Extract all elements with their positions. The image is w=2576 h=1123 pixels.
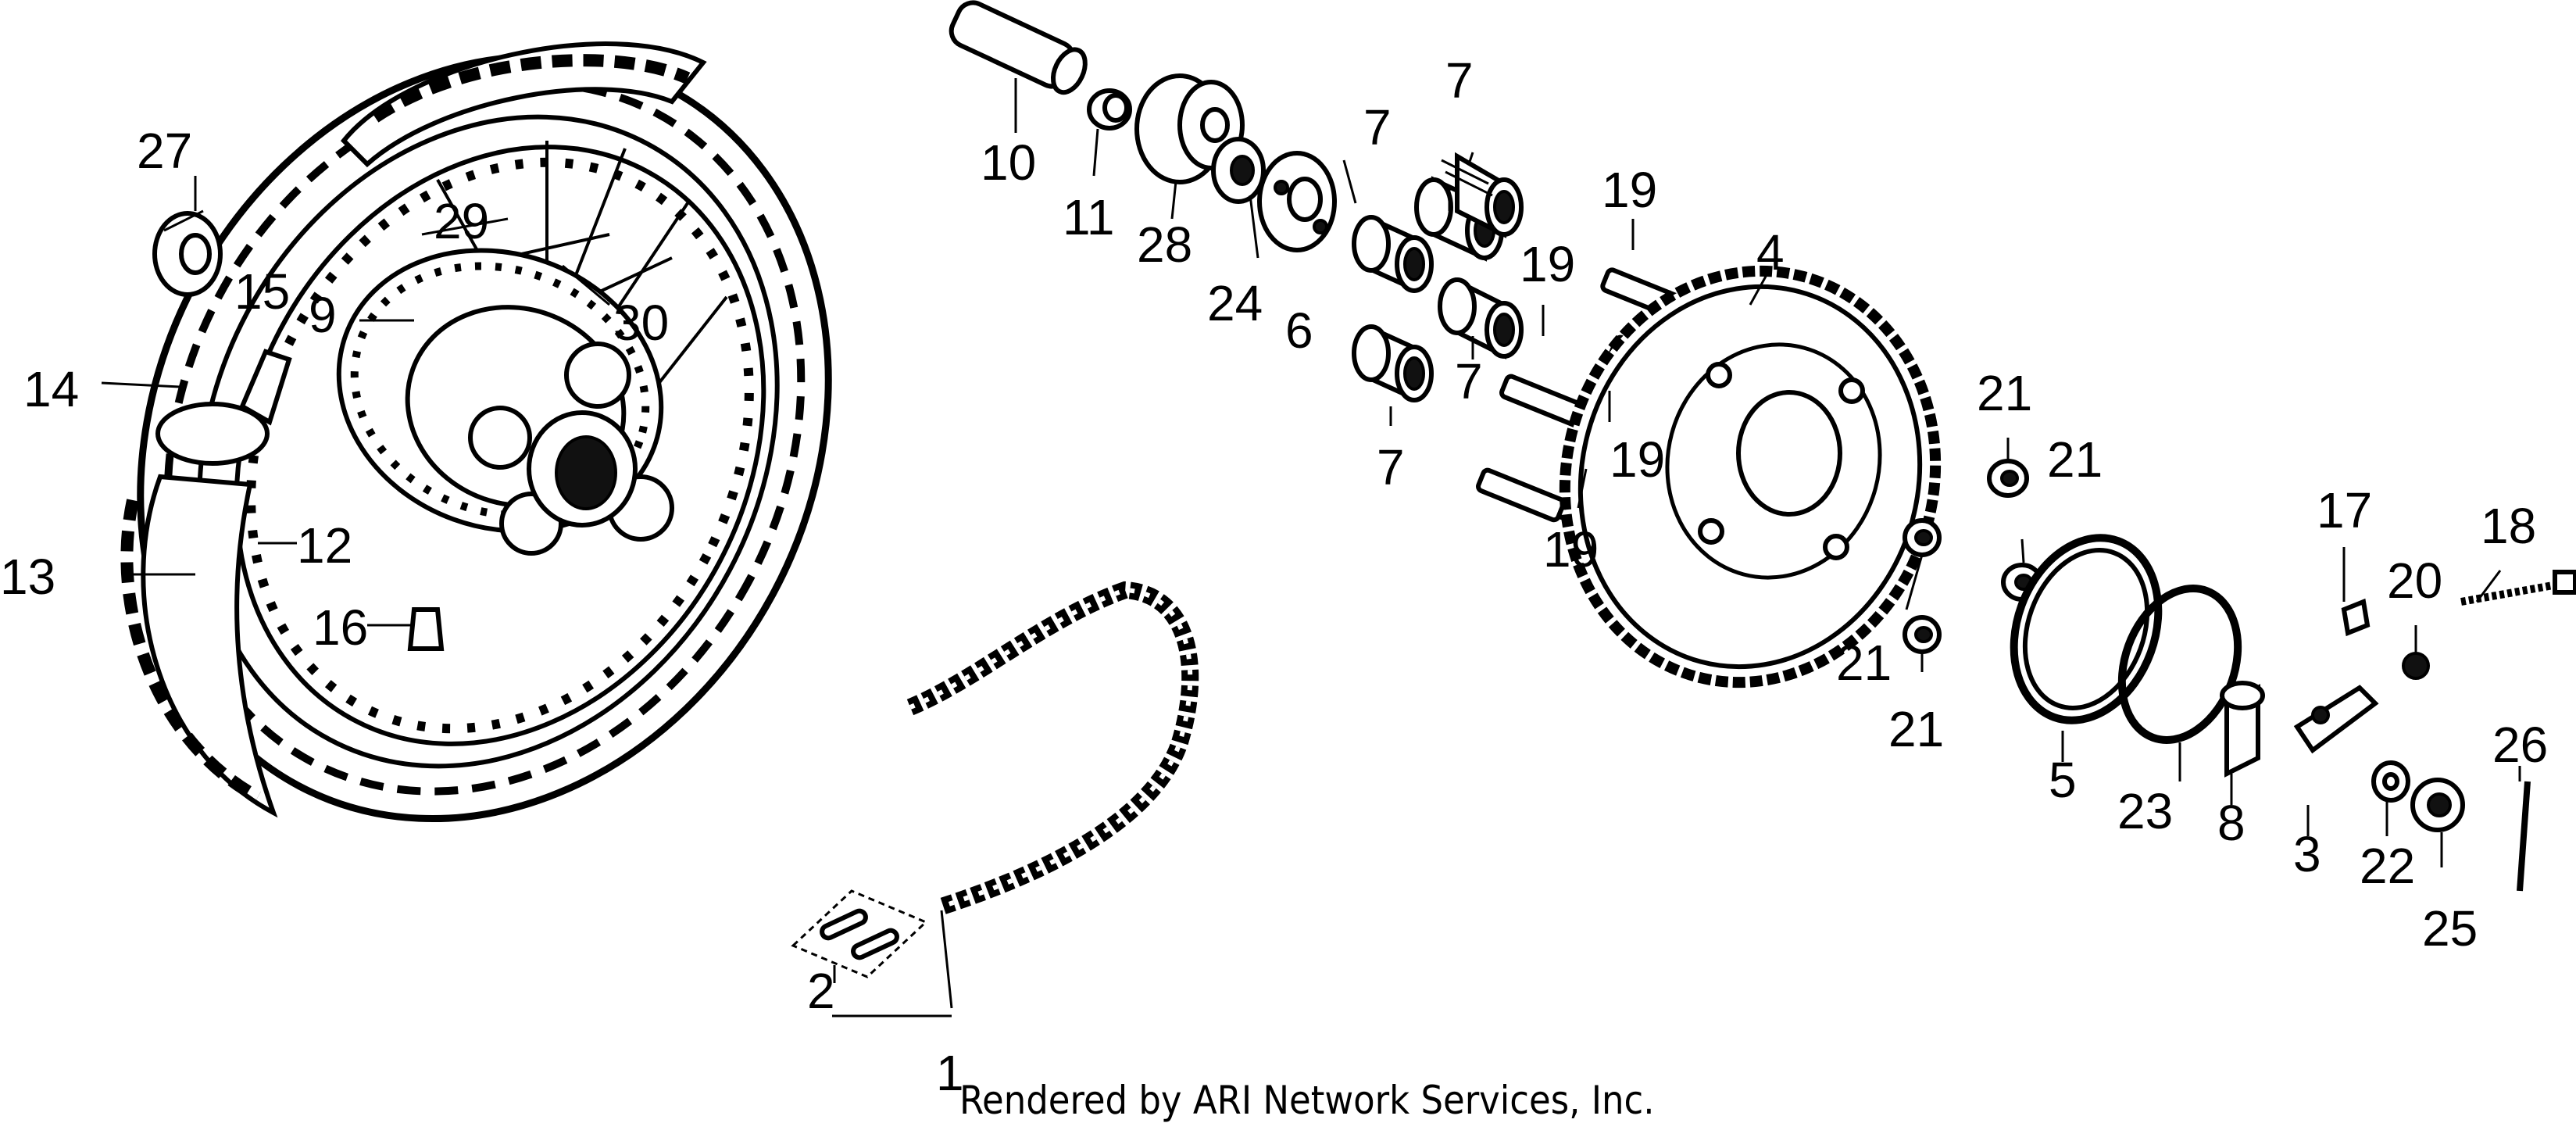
callout-7b: 7 [1445, 52, 1474, 109]
callout-23: 23 [2117, 783, 2173, 839]
callout-19b: 19 [1520, 236, 1575, 292]
master-link-card [791, 889, 928, 978]
callout-8: 8 [2217, 795, 2246, 851]
nut-21 [1903, 518, 1942, 557]
callout-27: 27 [137, 123, 192, 179]
driven-flange-6 [1257, 151, 1337, 252]
callout-29: 29 [434, 193, 489, 249]
callout-28: 28 [1137, 216, 1192, 273]
nut-21 [1987, 459, 2029, 498]
callout-7c: 7 [1455, 353, 1483, 410]
ball-20 [2402, 652, 2430, 680]
collar-8 [2220, 681, 2265, 778]
callout-11: 11 [1063, 189, 1114, 245]
callout-3: 3 [2293, 826, 2321, 882]
damper-rubber [1438, 277, 1524, 359]
callout-19d: 19 [1543, 521, 1599, 578]
callout-25: 25 [2422, 900, 2478, 957]
adjuster-nut-17 [2341, 598, 2371, 637]
tire-tread-edge [163, 80, 806, 796]
callout-21c: 21 [1836, 635, 1892, 691]
callout-10: 10 [981, 134, 1036, 191]
callout-22: 22 [2360, 838, 2415, 894]
credit-line: Rendered by ARI Network Services, Inc. [959, 1078, 1655, 1123]
leader-lines [101, 78, 2521, 1017]
adjuster-bolt [2460, 570, 2576, 606]
callout-2: 2 [807, 963, 835, 1019]
callout-19a: 19 [1602, 162, 1657, 218]
callout-15: 15 [234, 263, 290, 320]
damper-rubber [1352, 215, 1434, 293]
washer-22 [2371, 760, 2410, 803]
rim-nipples [246, 157, 754, 734]
callout-30: 30 [613, 295, 669, 351]
bearing-27 [152, 209, 223, 297]
damper-rubber [1352, 324, 1434, 402]
callout-5: 5 [2049, 752, 2077, 808]
callout-9: 9 [309, 287, 337, 343]
wheel-assembly [120, 41, 832, 823]
axle-nut-25 [2410, 778, 2465, 832]
callout-4: 4 [1756, 224, 1785, 281]
callout-1: 1 [936, 1045, 964, 1101]
valve-cap [407, 607, 445, 651]
damper-rubber [1445, 170, 1493, 197]
chain-adjuster [2293, 685, 2379, 754]
callout-7d: 7 [1377, 439, 1405, 495]
damper-rubber [1441, 159, 1489, 185]
callout-19c: 19 [1610, 431, 1665, 488]
callout-7a: 7 [1363, 99, 1392, 156]
driven-sprocket [1559, 265, 1942, 688]
callout-18: 18 [2481, 498, 2536, 554]
rim-band [239, 349, 292, 426]
callout-20: 20 [2387, 553, 2442, 609]
callout-17: 17 [2317, 482, 2372, 538]
hub-boss [468, 406, 532, 470]
callout-21d: 21 [1888, 701, 1944, 757]
cotter-pin-26 [2517, 781, 2531, 892]
hub-bearing-bore [555, 435, 617, 510]
callout-16: 16 [313, 599, 368, 656]
damper-rubber [1455, 152, 1524, 238]
callout-24: 24 [1207, 275, 1263, 331]
chain-path [906, 581, 1199, 915]
tire-cutaway [141, 474, 278, 818]
callout-13: 13 [0, 549, 55, 605]
callout-6: 6 [1285, 302, 1313, 359]
tire-cutaway-tread [120, 499, 261, 803]
tube-top-tread [371, 54, 691, 123]
inner-tube [155, 402, 270, 466]
hub-flange-holes [350, 262, 650, 520]
callout-14: 14 [23, 361, 79, 417]
callout-labels: 1 2 3 4 5 6 7 7 7 7 8 9 10 11 12 13 14 1… [0, 52, 2548, 1101]
callout-26: 26 [2492, 717, 2548, 773]
axle-sleeve [949, 0, 1088, 95]
callout-12: 12 [297, 517, 352, 574]
drive-chain [791, 581, 1199, 978]
oil-seal-24 [1211, 137, 1266, 204]
collar-11 [1087, 88, 1132, 131]
nut-21 [1903, 615, 1942, 654]
tube-top [340, 41, 707, 168]
rim [234, 145, 766, 746]
seal-ring [2010, 534, 2163, 724]
callout-21a: 21 [1977, 365, 2032, 421]
hub-boss [564, 342, 631, 409]
callout-21b: 21 [2047, 431, 2103, 488]
